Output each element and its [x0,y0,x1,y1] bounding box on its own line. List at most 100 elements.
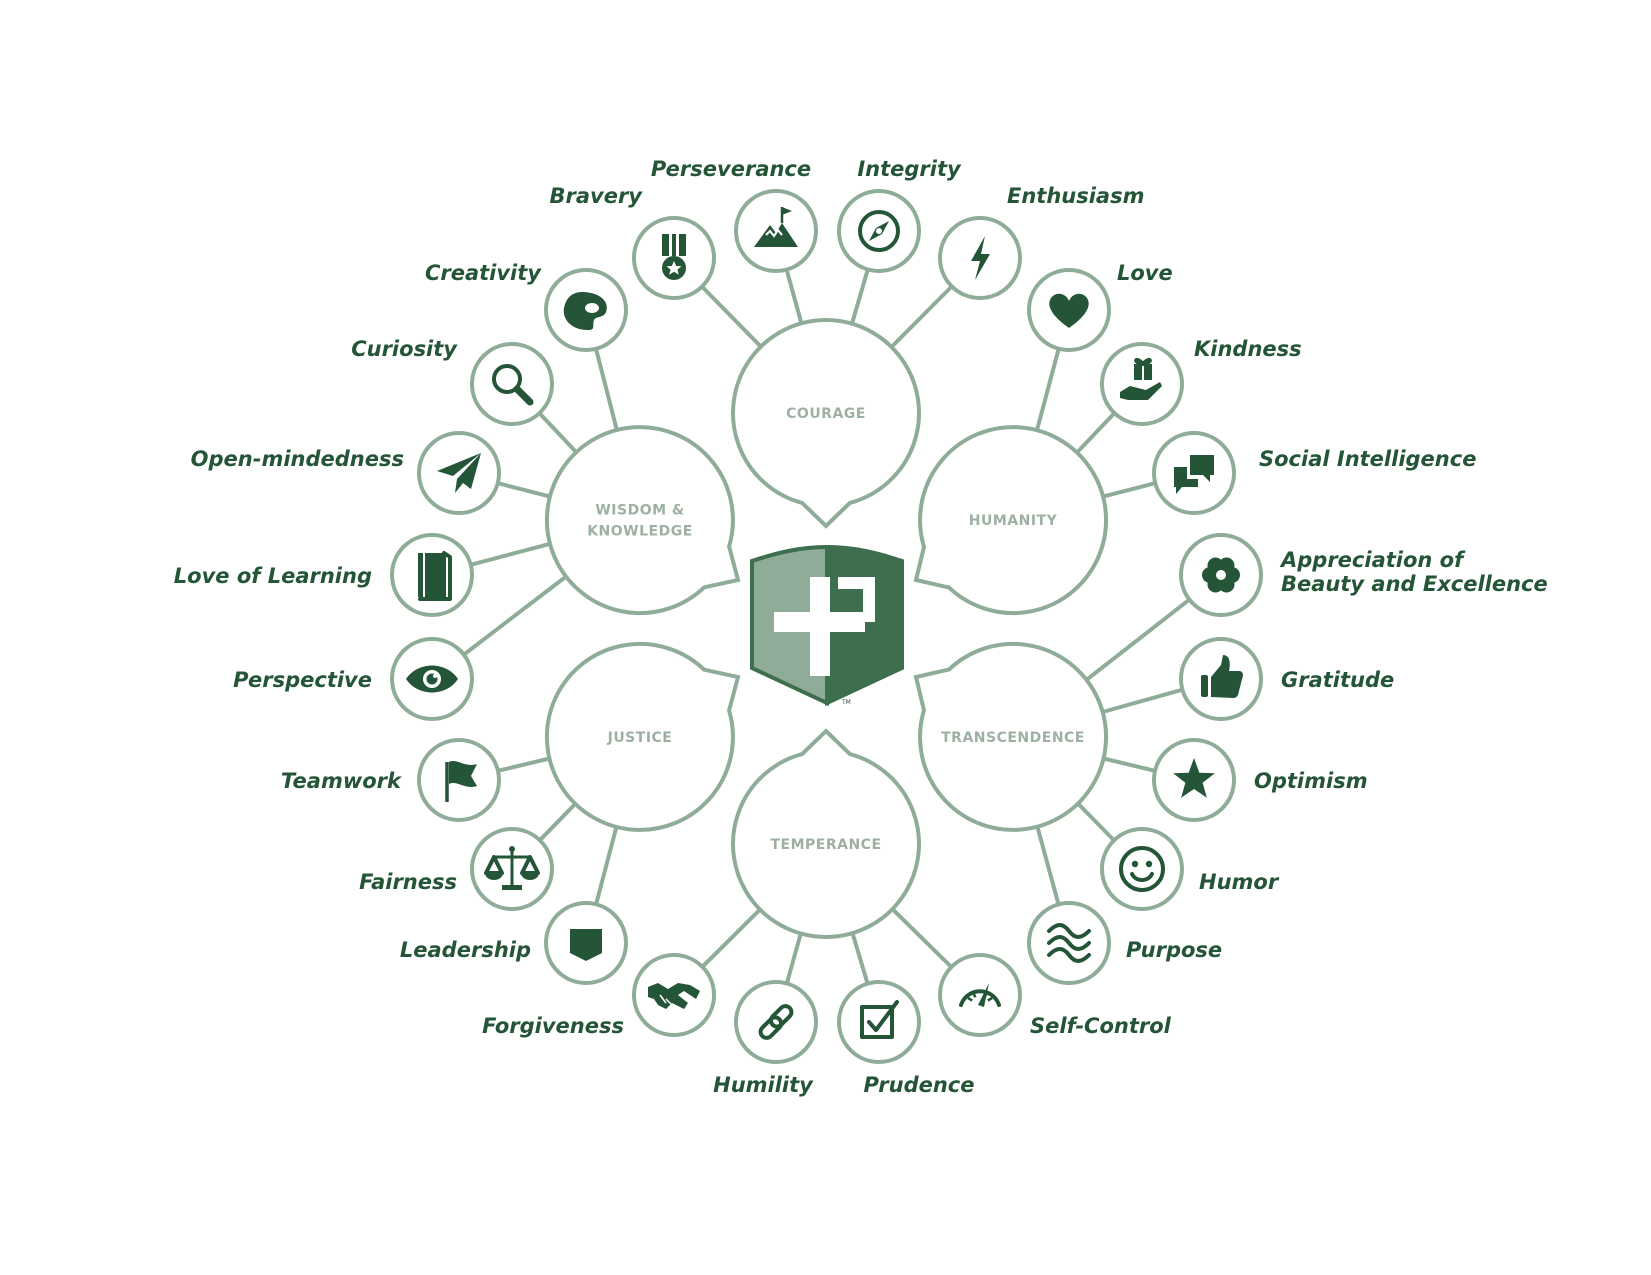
shield-icon [570,929,602,961]
strength-label: Forgiveness [482,1014,624,1038]
strength-label-line2: Beauty and Excellence [1281,572,1548,596]
virtue-transcendence: TRANSCENDENCE [913,641,1109,832]
strength-purpose: Purpose [1027,901,1222,985]
strength-circle [734,980,818,1064]
strength-enthusiasm: Enthusiasm [938,184,1144,300]
strength-love-of-learning: Love of Learning [174,533,474,617]
virtue-circle [913,425,1109,616]
virtue-wisdom: WISDOM &KNOWLEDGE [544,425,741,616]
virtue-circle [544,425,741,616]
smiley-icon [1119,846,1165,892]
connector-curiosity [537,411,578,454]
strength-label: Enthusiasm [1007,184,1144,208]
strength-label: Self-Control [1030,1014,1172,1038]
strength-label: Bravery [549,184,643,208]
connector-open-mindedness [497,481,551,499]
checkbox-icon [860,1000,899,1039]
strength-label: Open-mindedness [191,447,404,471]
connector-appreciation [1085,598,1191,682]
strength-curiosity: Curiosity [351,337,554,426]
connector-forgiveness [700,908,762,969]
strength-social-intelligence: Social Intelligence [1152,431,1476,515]
paper-plane-icon [437,453,481,493]
connector-perspective [462,574,568,657]
strength-label: Humility [713,1073,814,1097]
strength-label: Creativity [425,261,542,285]
virtue-label: KNOWLEDGE [587,524,693,540]
connector-fairness [538,802,577,842]
strength-humility: Humility [713,980,818,1097]
strength-label: Love of Learning [174,564,372,588]
strength-label: Kindness [1194,337,1302,361]
waves-icon [1047,923,1091,963]
connector-creativity [594,348,619,431]
strength-label: Perseverance [651,157,811,181]
strength-label: Appreciation of [1279,548,1466,572]
strength-love: Love [1027,261,1173,352]
palette-icon [563,292,607,330]
connector-self-control [890,907,953,969]
virtue-label: HUMANITY [969,513,1058,529]
strength-circle [470,342,554,426]
strength-creativity: Creativity [425,261,628,352]
chat-bubbles-icon [1174,455,1214,494]
virtue-circle [731,318,921,529]
strength-optimism: Optimism [1152,738,1368,822]
thumbs-up-icon [1201,655,1243,698]
strength-circle [1100,827,1184,911]
strength-perspective: Perspective [233,637,474,721]
strength-circle [1100,342,1184,426]
connector-enthusiasm [890,284,954,349]
connector-purpose [1035,826,1061,905]
link-icon [758,1004,794,1040]
strength-label: Leadership [400,938,531,962]
flag-icon [445,761,477,802]
connector-humility [784,932,803,985]
strength-label: Social Intelligence [1259,447,1476,471]
handshake-icon [648,983,700,1009]
connector-optimism [1103,756,1156,773]
strength-humor: Humor [1100,827,1280,911]
strength-circle [734,189,818,273]
lightning-icon [971,236,990,280]
flower-icon [1202,557,1240,593]
strength-label: Purpose [1126,938,1222,962]
magnifier-icon [492,364,534,406]
strength-label: Integrity [857,157,962,181]
strength-teamwork: Teamwork [281,738,501,822]
connector-love-of-learning [470,541,551,567]
strength-leadership: Leadership [400,901,628,985]
scales-icon [484,846,540,890]
strength-self-control: Self-Control [938,953,1172,1038]
virtue-circle [731,728,921,939]
virtue-label: JUSTICE [607,730,673,746]
strength-prudence: Prudence [837,980,974,1097]
connector-kindness [1075,411,1116,454]
strength-label: Curiosity [351,337,458,361]
mountain-flag-icon [754,207,798,247]
virtue-justice: JUSTICE [544,641,741,832]
strength-integrity: Integrity [837,157,962,273]
strength-gratitude: Gratitude [1179,637,1394,721]
connector-leadership [594,826,619,905]
strength-label: Gratitude [1281,668,1394,692]
book-icon [418,551,452,601]
virtue-label: TRANSCENDENCE [941,730,1085,746]
virtue-courage: COURAGE [731,318,921,529]
strength-forgiveness: Forgiveness [482,953,716,1038]
connector-prudence [850,932,870,985]
center-logo: TM [750,544,904,707]
strength-circle [837,980,921,1064]
strength-label: Optimism [1254,769,1368,793]
strength-label: Perspective [233,668,372,692]
medal-icon [662,234,686,280]
virtue-label: TEMPERANCE [770,837,881,853]
connector-gratitude [1102,687,1184,714]
star-icon [1173,758,1215,798]
strength-label: Teamwork [281,769,403,793]
virtue-circle [913,641,1109,832]
strength-items: Bravery Perseverance IntegrityEnthusiasmLo… [174,157,1548,1097]
